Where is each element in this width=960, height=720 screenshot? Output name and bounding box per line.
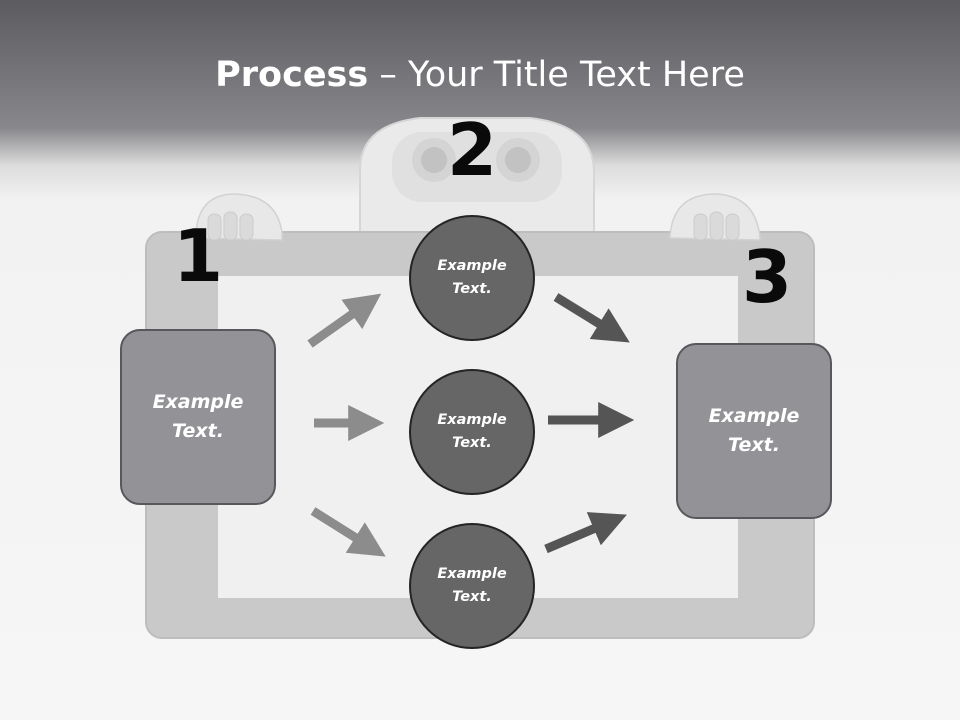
slide-title: Process – Your Title Text Here <box>0 52 960 98</box>
step-1-box: Example Text. <box>120 329 276 505</box>
step-2-bottom-text: Example Text. <box>437 566 507 605</box>
step-1-text: Example Text. <box>152 391 244 442</box>
step-3-text: Example Text. <box>708 405 800 456</box>
arrow-2-bottom-to-3 <box>544 512 627 554</box>
arrow-2-top-to-3 <box>553 293 630 343</box>
step-2-top-text: Example Text. <box>437 258 507 297</box>
step-number-3: 3 <box>741 235 793 319</box>
step-2-circle-middle: Example Text. <box>409 369 535 495</box>
title-bold-text: Process <box>215 55 369 95</box>
step-2-circle-top: Example Text. <box>409 215 535 341</box>
step-3-box: Example Text. <box>676 343 832 519</box>
arrow-1-to-2-top <box>307 293 382 348</box>
title-rest-text: – Your Title Text Here <box>368 55 745 95</box>
step-number-1: 1 <box>172 214 224 298</box>
step-number-2: 2 <box>446 108 498 192</box>
arrow-1-to-2-bottom <box>310 507 386 557</box>
step-2-circle-bottom: Example Text. <box>409 523 535 649</box>
step-2-middle-text: Example Text. <box>437 412 507 451</box>
